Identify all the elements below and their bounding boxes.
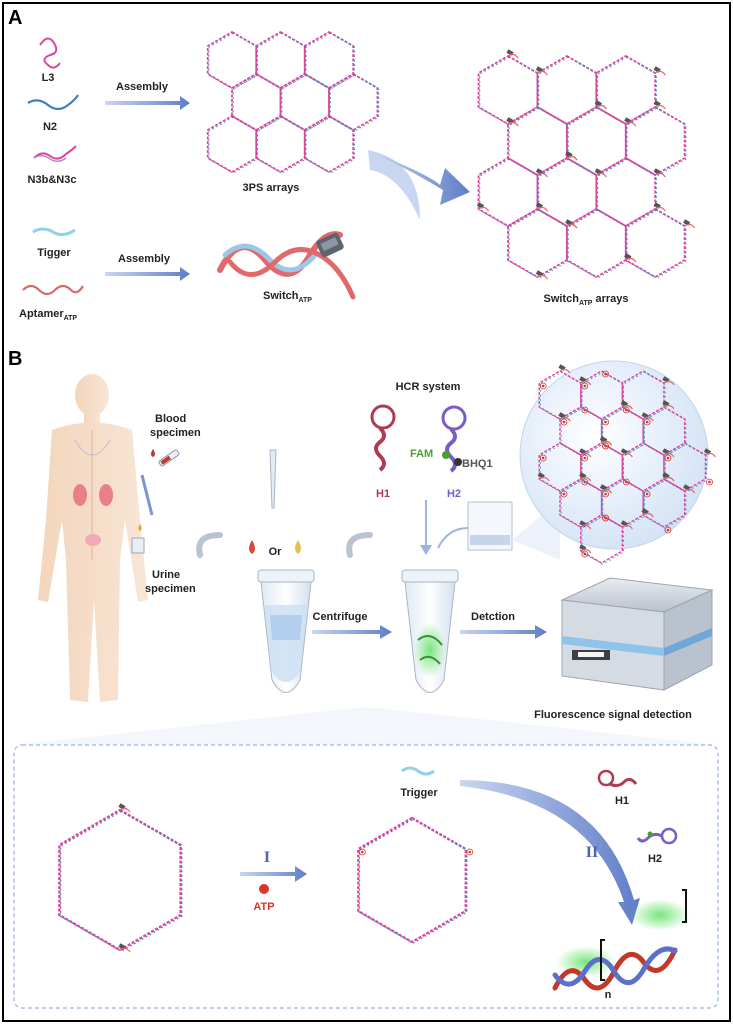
n2-strand-icon: [27, 94, 79, 111]
urine-sample-drop: [295, 540, 301, 554]
aptamer-label: AptamerATP: [19, 308, 77, 322]
fam-label: FAM: [410, 448, 433, 460]
n2-label: N2: [43, 121, 57, 133]
h2-hairpin-icon: [441, 405, 467, 473]
zoom-fan: [14, 707, 718, 745]
pipette-icon: [269, 449, 277, 509]
blood-label-2: specimen: [150, 427, 201, 439]
mechanism-panel: I ATP Trigger II H1 H2 n: [13, 707, 719, 1009]
switch-arrays-label: SwitchATP arrays: [543, 293, 628, 307]
step-ii-label: II: [586, 844, 598, 861]
zoom-arrow: [437, 527, 469, 549]
panel-b-letter: B: [8, 348, 22, 370]
urine-drop-icon: [138, 524, 142, 531]
fluorescence-reader-icon: [560, 577, 714, 691]
assembly-label-top: Assembly: [116, 81, 169, 93]
tigger-label: Tigger: [37, 247, 71, 259]
trigger-strand-icon: [401, 766, 435, 776]
blood-drop-icon: [151, 449, 155, 457]
h1-hairpin-icon: [370, 404, 396, 472]
h1-hairpin-small-icon: [597, 769, 638, 788]
urine-label-1: Urine: [152, 569, 180, 581]
mechanism-lattice-initial: [58, 803, 183, 953]
n3bc-strand-icon-2: [33, 155, 67, 162]
or-label: Or: [269, 546, 283, 558]
atp-label: ATP: [253, 901, 274, 913]
fluorescence-label: Fluorescence signal detection: [534, 709, 692, 721]
h1-label: H1: [376, 488, 390, 500]
mechanism-lattice-triggered: [357, 816, 474, 944]
magnified-lattice-circle: [519, 360, 709, 550]
step-i-label: I: [264, 849, 270, 866]
trigger-label: Trigger: [400, 787, 438, 799]
3ps-arrays-label: 3PS arrays: [243, 182, 300, 194]
small-tube-icon: [467, 501, 513, 551]
n3bc-label: N3b&N3c: [28, 174, 77, 186]
magnified-lattice: [537, 364, 716, 565]
h2-small-label: H2: [648, 853, 662, 865]
switch-atp-array-lattice: [476, 49, 696, 280]
hcr-system-label: HCR system: [396, 381, 461, 393]
merge-arrow-tail: [368, 150, 420, 220]
switch-atp-complex: [217, 231, 356, 300]
blood-sample-drop: [249, 540, 255, 554]
step-ii-arrow: [460, 780, 640, 925]
h1-small-label: H1: [615, 795, 629, 807]
human-body-icon: [38, 374, 154, 702]
n3bc-strand-icon: [33, 145, 77, 160]
panel-a-letter: A: [8, 7, 22, 29]
3ps-array-lattice: [206, 30, 380, 174]
l3-strand-icon: [39, 37, 61, 69]
centrifuge-arrow: [312, 625, 392, 639]
hcr-add-arrow: [420, 500, 432, 555]
h2-hairpin-small-icon: [636, 827, 678, 845]
assembly-arrow-top: [105, 96, 190, 110]
h2-label: H2: [447, 488, 461, 500]
aptamer-strand-icon: [22, 284, 84, 296]
sample-tube-icon: [196, 532, 315, 693]
urine-cup-icon: [131, 537, 145, 554]
detection-label: Detction: [471, 611, 515, 623]
merge-arrow: [368, 150, 470, 205]
mechanism-box: [13, 744, 719, 1009]
assembly-label-bottom: Assembly: [118, 253, 171, 265]
assembly-arrow-bottom: [105, 267, 190, 281]
syringe-icon: [158, 449, 180, 467]
bhq1-label: BHQ1: [462, 458, 493, 470]
centrifuge-label: Centrifuge: [313, 611, 368, 623]
blood-label-1: Blood: [155, 413, 186, 425]
detection-arrow: [460, 625, 547, 639]
urine-label-2: specimen: [145, 583, 196, 595]
step-i-arrow: [240, 866, 307, 882]
l3-label: L3: [42, 72, 55, 84]
panel-b: B Blood specimen Urine specimen Or: [8, 348, 716, 721]
hcr-polymer-helix: [552, 889, 690, 991]
reaction-tube-icon: [346, 532, 459, 693]
repeat-n-label: n: [605, 989, 612, 1001]
tigger-strand-icon: [32, 227, 76, 237]
panel-a: A L3 N2 N3b&N3c Tigger AptamerATP Assemb…: [8, 7, 696, 322]
switch-atp-label: SwitchATP: [263, 290, 312, 304]
atp-molecule-icon: [259, 884, 269, 894]
